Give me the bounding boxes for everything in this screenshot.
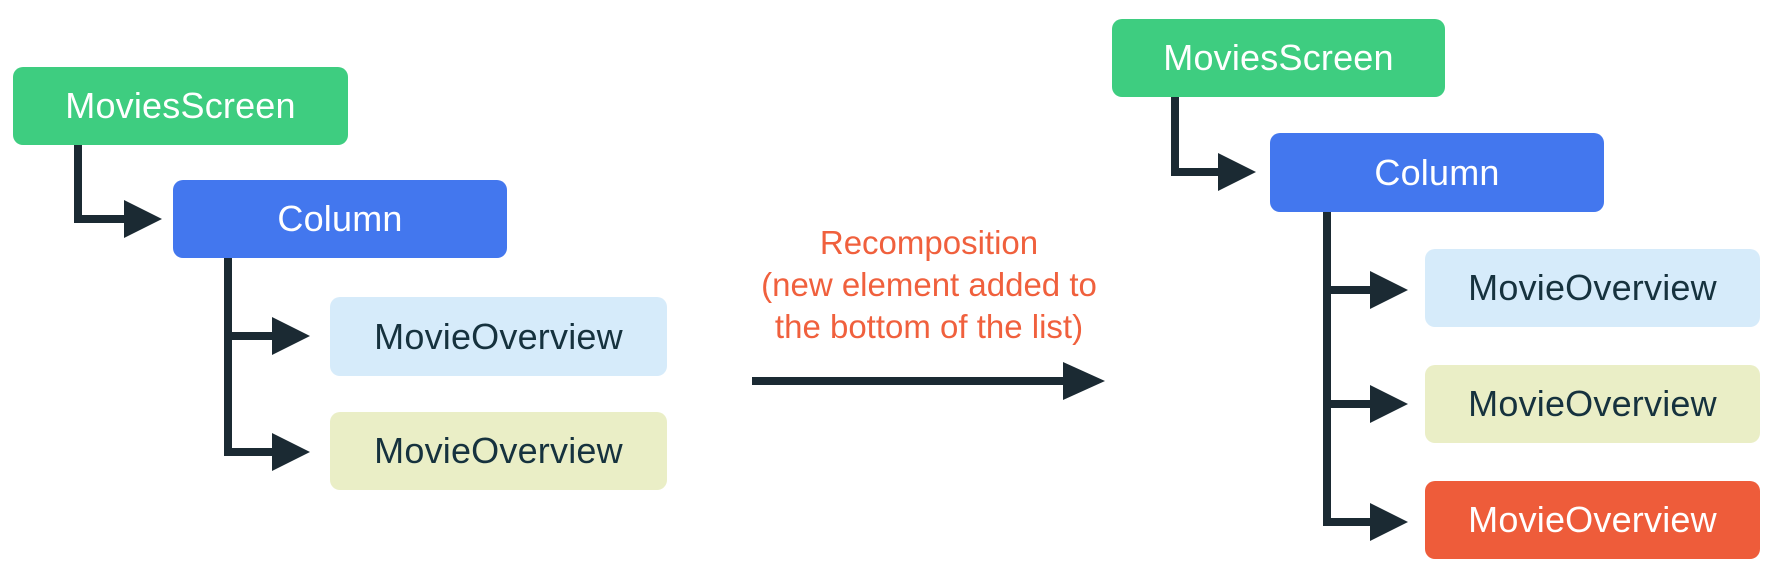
right-root-to-column-connector (1171, 97, 1256, 191)
left-tree-node-movieoverview-2: MovieOverview (330, 412, 667, 490)
right-tree-node-movieoverview-2: MovieOverview (1425, 365, 1760, 443)
arrowhead-icon (124, 200, 162, 238)
left-tree-node-movieoverview-1: MovieOverview (330, 297, 667, 376)
right-tree-node-column: Column (1270, 133, 1604, 212)
left-root-to-column-connector (74, 145, 162, 238)
left-column-to-children-connector (224, 258, 310, 471)
annotation-line-1: Recomposition (819, 224, 1039, 261)
recomposition-annotation: Recomposition (new element added to the … (709, 222, 1149, 348)
arrowhead-icon (1370, 385, 1408, 423)
recomposition-arrow (752, 362, 1105, 400)
arrowhead-icon (1370, 503, 1408, 541)
arrowhead-icon (1370, 271, 1408, 309)
annotation-line-2: (new element added to (761, 266, 1097, 303)
right-column-to-children-connector (1323, 212, 1408, 541)
annotation-line-3: the bottom of the list) (774, 308, 1084, 345)
arrowhead-icon (272, 317, 310, 355)
arrowhead-icon (272, 433, 310, 471)
right-tree-node-movieoverview-1: MovieOverview (1425, 249, 1760, 327)
left-tree-node-moviesscreen: MoviesScreen (13, 67, 348, 145)
right-tree-node-moviesscreen: MoviesScreen (1112, 19, 1445, 97)
arrowhead-icon (1218, 153, 1256, 191)
left-tree-node-column: Column (173, 180, 507, 258)
arrowhead-icon (1063, 362, 1105, 400)
right-tree-node-movieoverview-3-new: MovieOverview (1425, 481, 1760, 559)
